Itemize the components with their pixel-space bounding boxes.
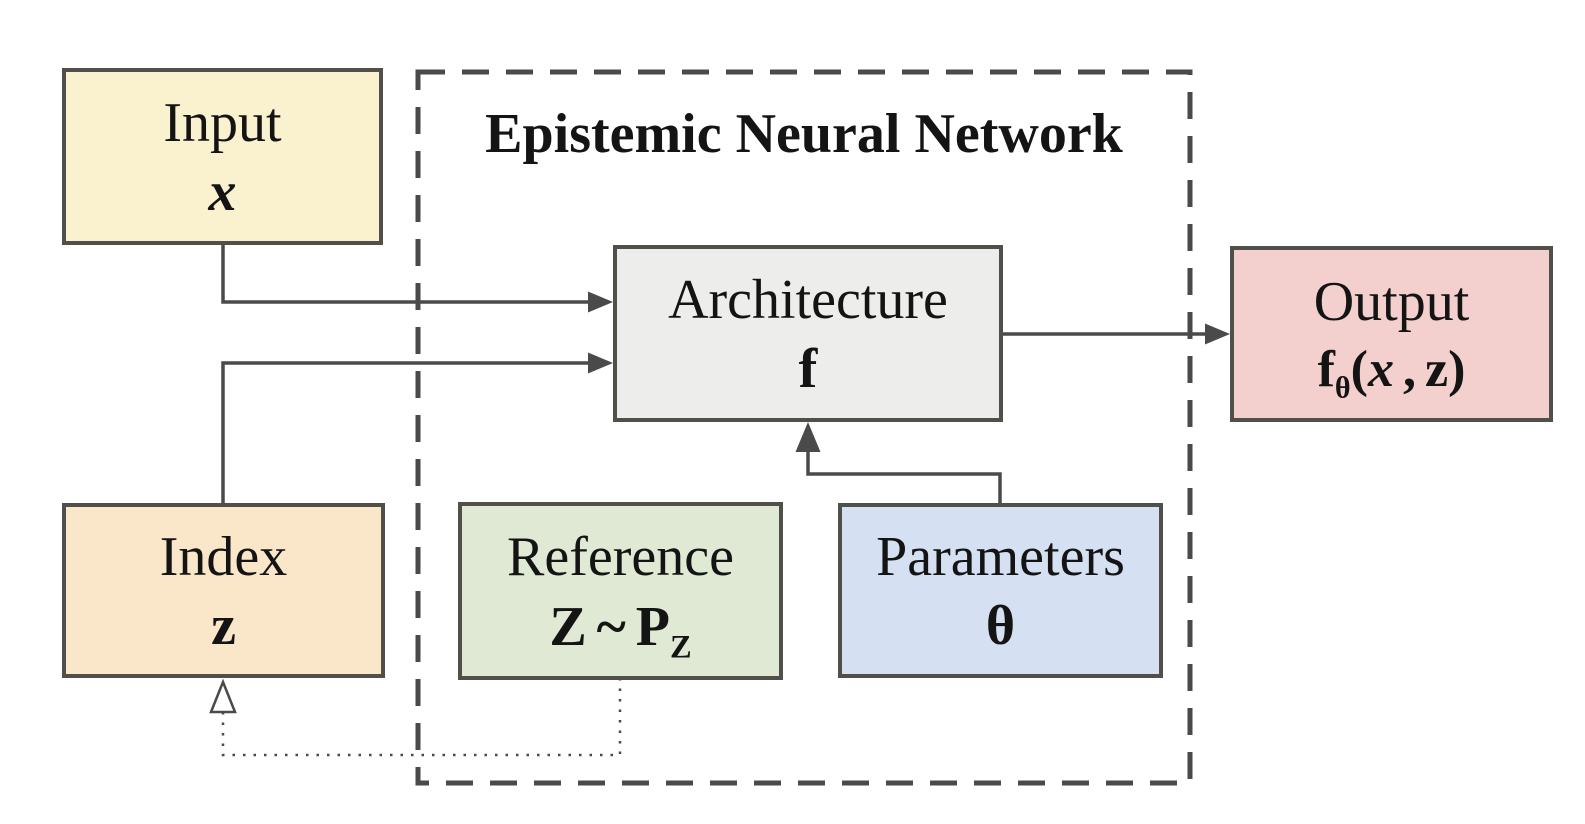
output-separator: , [1402,340,1416,398]
parameters-label: Parameters [876,525,1125,588]
index-to-architecture-connector [221,361,590,503]
output-close-paren: ) [1448,340,1466,398]
index-to-architecture-arrowhead [588,352,613,374]
input-symbol: x [208,161,237,224]
reference-distribution: P [635,595,671,658]
output-box: Output fθ(x,z) [1230,246,1553,422]
output-arg-x: x [1367,340,1394,398]
enn-title: Epistemic Neural Network [485,103,1123,165]
reference-label: Reference [507,526,734,589]
distributed-as-symbol: ~ [596,595,626,658]
parameters-symbol: θ [985,595,1016,658]
reference-box: Reference Z~PZ [458,502,783,680]
input-to-architecture-connector [221,245,590,304]
index-symbol: z [211,595,236,658]
architecture-label: Architecture [668,268,948,331]
parameters-to-architecture-arrowhead [795,422,821,452]
index-label: Index [159,525,288,588]
architecture-box: Architecture f [613,245,1003,422]
output-function-subscript: θ [1334,370,1351,405]
architecture-to-output-arrowhead [1205,323,1230,345]
output-open-paren: ( [1350,340,1368,398]
reference-formula: Z~PZ [549,595,691,664]
index-box: Index z [62,503,385,678]
parameters-box: Parameters θ [838,503,1163,678]
architecture-symbol: f [798,338,818,401]
reference-variable: Z [549,595,587,658]
reference-to-index-hollow-arrowhead [209,678,237,714]
input-box: Input x [62,68,383,245]
output-function: f [1317,340,1335,398]
output-formula: fθ(x,z) [1317,340,1466,402]
output-arg-z: z [1424,340,1449,398]
reference-to-index-dotted-connector [221,678,622,757]
enn-boundary-dashed-box [415,69,1193,786]
input-to-architecture-arrowhead [588,291,613,313]
reference-distribution-subscript: Z [670,629,692,666]
input-label: Input [163,91,282,154]
parameters-to-architecture-connector [806,450,1002,503]
output-label: Output [1313,271,1470,334]
